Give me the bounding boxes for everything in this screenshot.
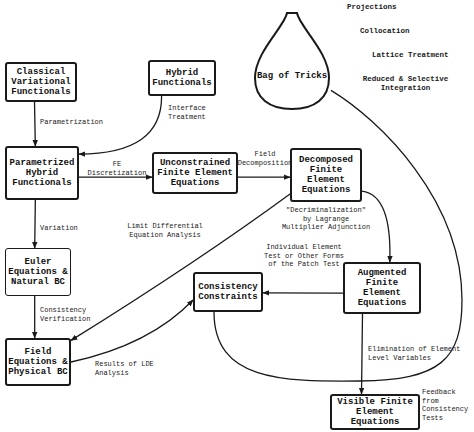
edge-label: Results of LDE Analysis — [95, 360, 165, 377]
edge-label: Consistency Verification — [40, 306, 100, 323]
bag-outline — [253, 12, 331, 110]
technique-label: Lattice Treatment — [372, 51, 472, 60]
flow-arrow — [238, 177, 290, 178]
process-box: Decomposed Finite Element Equations — [290, 148, 362, 202]
flow-arrow — [71, 194, 290, 341]
flow-arrow — [214, 90, 462, 381]
flow-arrow — [362, 314, 363, 394]
edge-label: Elimination of Element Level Variables — [368, 345, 468, 362]
flow-arrow — [79, 176, 152, 177]
flow-arrow — [34, 296, 35, 338]
node-text: Bag of Tricks — [257, 71, 327, 81]
node-text: Classical Variational Functionals — [8, 67, 74, 97]
process-box: Unconstrained Finite Element Equations — [152, 152, 238, 194]
flow-arrow — [71, 300, 193, 362]
edge-label: "Decriminalization" by Lagrange Multipli… — [280, 206, 372, 232]
process-box: Field Equations & Physical BC — [5, 338, 71, 386]
process-box: Parametrized Hybrid Functionals — [5, 146, 79, 200]
edge-label: Individual Element Test or Other Forms o… — [262, 243, 346, 269]
edge-label: FE Discretization — [82, 160, 152, 177]
edge-label: Limit Differential Equation Analysis — [120, 222, 210, 239]
edge-label: Variation — [40, 224, 100, 233]
node-text: Consistency Constraints — [196, 282, 260, 302]
node-text: Visible Finite Element Equations — [333, 397, 417, 427]
node-text: Euler Equations & Natural BC — [7, 257, 69, 287]
flow-arrow — [263, 292, 343, 294]
process-box: Classical Variational Functionals — [5, 62, 77, 102]
process-box: Visible Finite Element Equations — [330, 394, 420, 430]
technique-label: Collocation — [360, 27, 440, 36]
edge-label: Field Decomposition — [237, 150, 293, 167]
flow-arrow — [34, 102, 36, 146]
node-text: Unconstrained Finite Element Equations — [155, 158, 235, 188]
node-text: Hybrid Functionals — [151, 68, 213, 88]
bag-shape: Bag of Tricks — [253, 12, 331, 110]
flow-arrow — [34, 200, 36, 248]
node-text: Decomposed Finite Element Equations — [293, 155, 359, 195]
process-box: Euler Equations & Natural BC — [5, 248, 71, 296]
technique-label: Projections — [347, 3, 427, 12]
process-box: Augmented Finite Element Equations — [343, 262, 421, 314]
node-text: Field Equations & Physical BC — [8, 347, 68, 377]
edge-label: Parametrization — [40, 118, 110, 127]
process-box: Consistency Constraints — [193, 272, 263, 312]
process-box: Hybrid Functionals — [148, 60, 216, 96]
node-text: Augmented Finite Element Equations — [346, 268, 418, 308]
edge-label: Feedback from Consistency Tests — [422, 388, 474, 422]
technique-label: Reduced & Selective Integration — [348, 75, 463, 93]
edge-label: Interface Treatment — [168, 104, 218, 121]
node-text: Parametrized Hybrid Functionals — [8, 158, 76, 188]
